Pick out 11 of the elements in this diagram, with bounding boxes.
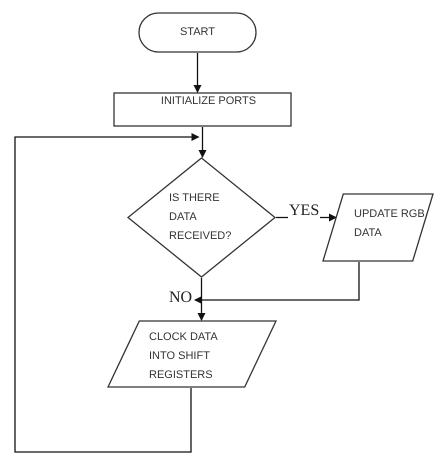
node-text: IS THERE DATA RECEIVED?	[169, 191, 232, 244]
node-text: UPDATE RGB DATA	[354, 207, 426, 241]
arrow	[198, 127, 206, 158]
arrow	[194, 53, 202, 93]
node-text: START	[180, 25, 216, 40]
arrow	[198, 278, 206, 321]
node-text: CLOCK DATA INTO SHIFT REGISTERS	[149, 330, 218, 383]
arrow	[194, 262, 360, 304]
node-text: INITIALIZE PORTS	[160, 94, 256, 109]
edge-label: YES	[288, 203, 320, 219]
arrow	[14, 133, 200, 453]
